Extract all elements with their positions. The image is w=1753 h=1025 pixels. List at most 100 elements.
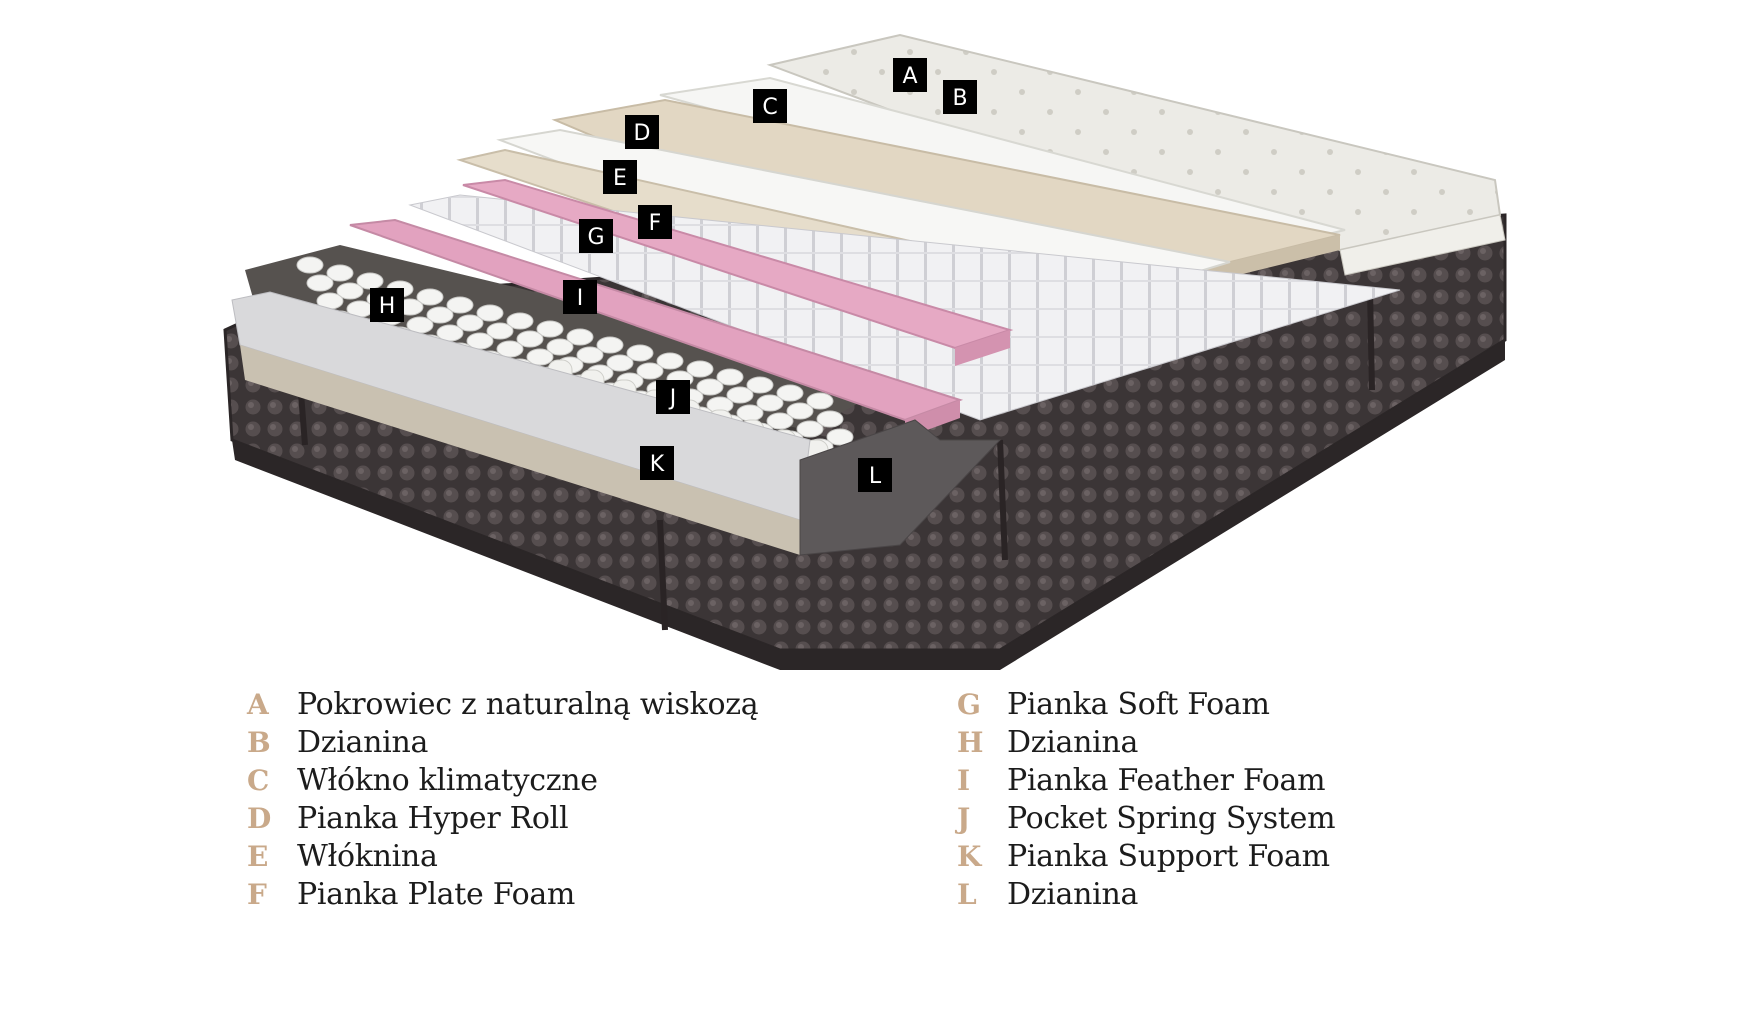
spring-coil [606, 354, 634, 372]
marker-d: D [625, 115, 659, 149]
spring-coil [336, 282, 364, 300]
spring-coil [776, 384, 804, 402]
marker-label: C [762, 95, 777, 120]
spring-coil [526, 348, 554, 366]
marker-label: I [577, 286, 584, 311]
marker-i: I [563, 280, 597, 314]
marker-g: G [579, 219, 613, 253]
spring-coil [546, 338, 574, 356]
legend-letter: J [957, 802, 971, 835]
spring-coil [576, 346, 604, 364]
marker-label: J [668, 386, 677, 411]
spring-coil [416, 288, 444, 306]
spring-coil [636, 362, 664, 380]
spring-coil [466, 332, 494, 350]
legend-left-column: A Pokrowiec z naturalną wiskozą B Dziani… [247, 686, 759, 914]
legend-text: Włóknina [297, 839, 438, 874]
legend-item: D Pianka Hyper Roll [247, 800, 758, 838]
marker-k: K [640, 446, 674, 480]
legend-item: C Włókno klimatyczne [247, 762, 758, 800]
legend-text: Pianka Plate Foam [297, 877, 576, 912]
legend-text: Pianka Soft Foam [1007, 687, 1270, 722]
spring-coil [296, 256, 324, 274]
spring-coil [826, 428, 854, 446]
legend-item: K Pianka Support Foam [957, 838, 1335, 876]
spring-coil [816, 410, 844, 428]
marker-label: H [379, 294, 396, 319]
legend-letter: B [247, 726, 271, 759]
spring-coil [696, 378, 724, 396]
spring-coil [726, 386, 754, 404]
legend-text: Pianka Support Foam [1007, 839, 1330, 874]
legend-letter: G [957, 688, 981, 721]
spring-coil [566, 328, 594, 346]
spring-coil [796, 420, 824, 438]
marker-l: L [858, 458, 892, 492]
spring-coil [486, 322, 514, 340]
legend-right-column: G Pianka Soft Foam H Dzianina I Pianka F… [957, 686, 1336, 914]
spring-coil [516, 330, 544, 348]
legend-item: H Dzianina [957, 724, 1335, 762]
spring-coil [536, 320, 564, 338]
legend-letter: I [957, 764, 971, 797]
legend-text: Pianka Feather Foam [1007, 763, 1326, 798]
marker-box [943, 80, 977, 114]
spring-coil [786, 402, 814, 420]
marker-box [370, 288, 404, 322]
spring-coil [456, 314, 484, 332]
marker-box [638, 205, 672, 239]
spring-coil [446, 296, 474, 314]
marker-f: F [638, 205, 672, 239]
marker-box [858, 458, 892, 492]
marker-label: G [587, 225, 604, 250]
legend-text: Pianka Hyper Roll [297, 801, 569, 836]
legend-letter: A [247, 688, 269, 721]
spring-coil [476, 304, 504, 322]
legend-item: B Dzianina [247, 724, 758, 762]
marker-label: E [613, 166, 627, 191]
marker-b: B [943, 80, 977, 114]
spring-coil [626, 344, 654, 362]
marker-box [753, 89, 787, 123]
legend-text: Włókno klimatyczne [297, 763, 598, 798]
legend-text: Dzianina [297, 725, 429, 760]
marker-e: E [603, 160, 637, 194]
marker-box [893, 58, 927, 92]
marker-label: L [869, 464, 882, 489]
legend-text: Dzianina [1007, 725, 1139, 760]
marker-label: D [634, 121, 651, 146]
legend-letter: L [957, 878, 977, 911]
marker-j: J [656, 380, 690, 414]
spring-coil [656, 352, 684, 370]
legend-letter: E [247, 840, 269, 873]
marker-label: F [649, 211, 662, 236]
spring-coil [766, 412, 794, 430]
spring-coil [306, 274, 334, 292]
legend-item: F Pianka Plate Foam [247, 876, 758, 914]
marker-label: B [952, 86, 967, 111]
layer-markers: A B C DEF G H I J K L [370, 58, 977, 492]
marker-box [640, 446, 674, 480]
legend-letter: D [247, 802, 272, 835]
spring-coil [326, 264, 354, 282]
spring-coil [506, 312, 534, 330]
marker-a: A [893, 58, 927, 92]
marker-label: A [902, 64, 917, 89]
legend-letter: F [247, 878, 267, 911]
marker-box [603, 160, 637, 194]
spring-coil [596, 336, 624, 354]
legend-item: E Włóknina [247, 838, 758, 876]
spring-coil [426, 306, 454, 324]
marker-h: H [370, 288, 404, 322]
marker-box [579, 219, 613, 253]
spring-coil [756, 394, 784, 412]
marker-label: K [650, 452, 665, 477]
legend-letter: C [247, 764, 270, 797]
spring-coil [686, 360, 714, 378]
legend-item: I Pianka Feather Foam [957, 762, 1335, 800]
spring-coil [806, 392, 834, 410]
marker-c: C [753, 89, 787, 123]
marker-box [625, 115, 659, 149]
legend-text: Pokrowiec z naturalną wiskozą [297, 687, 759, 722]
